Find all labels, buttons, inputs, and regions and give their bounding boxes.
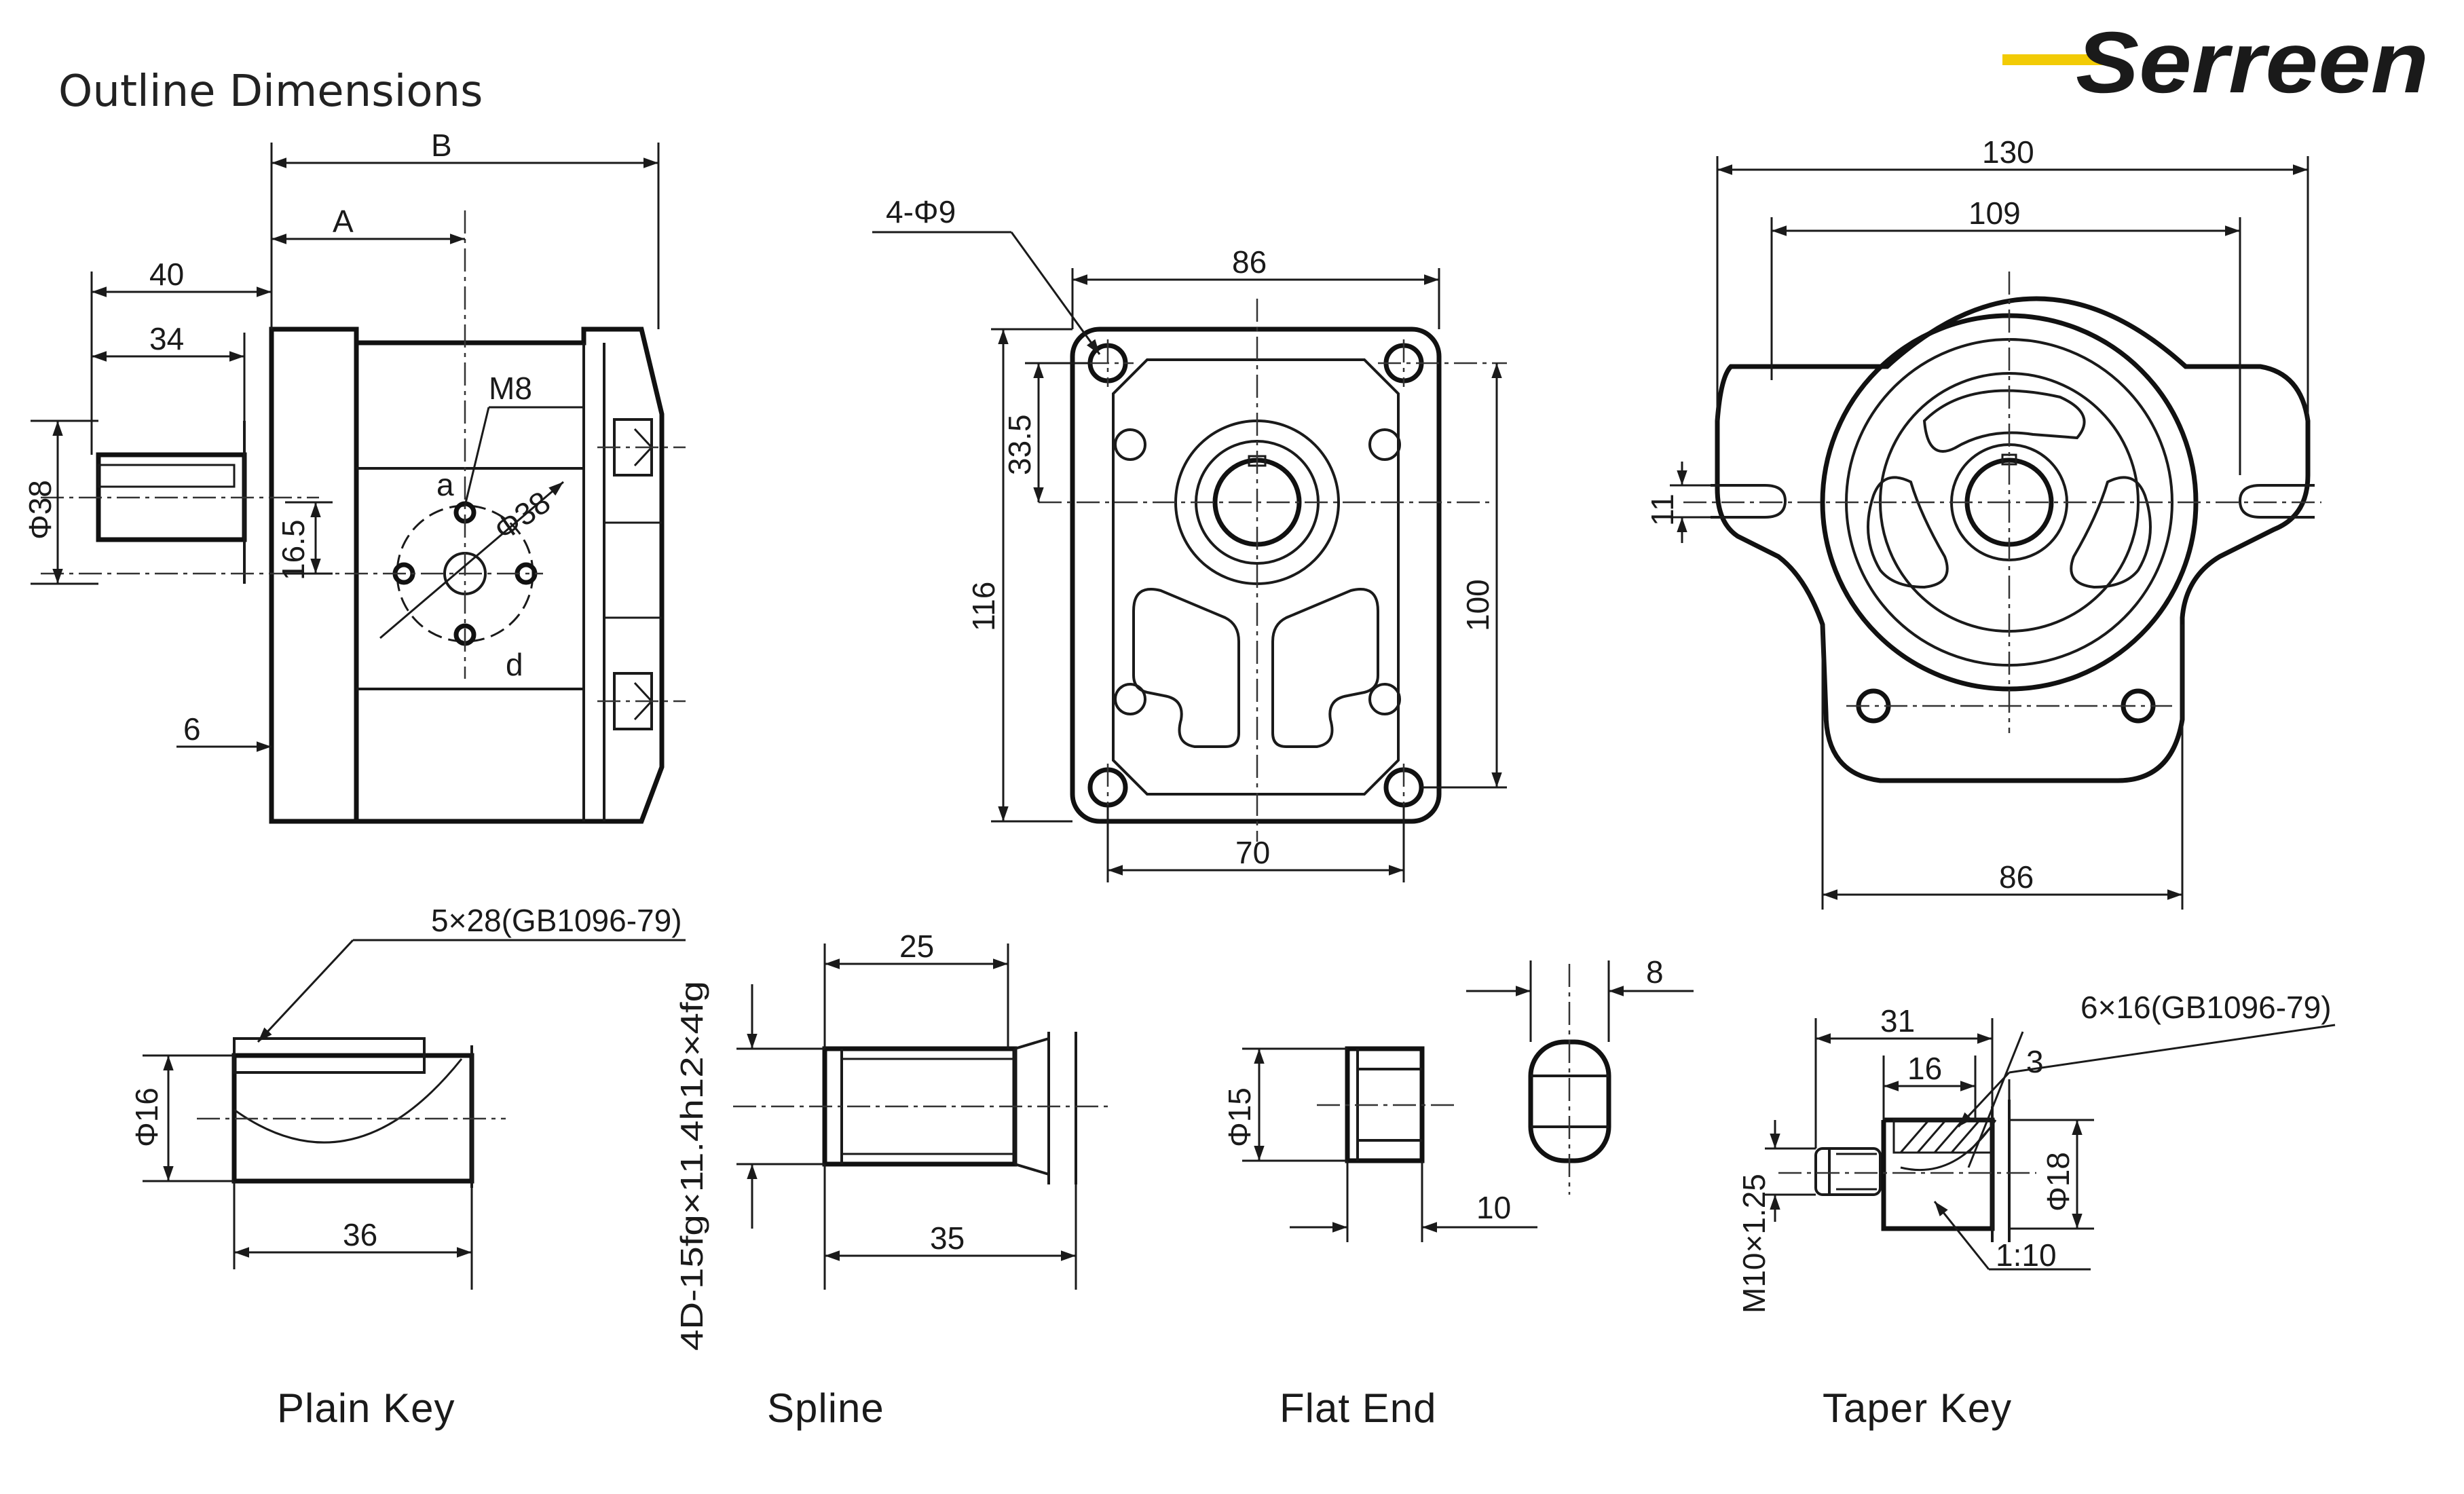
caption-spline: Spline: [767, 1385, 884, 1431]
flange-view: 130 109 11 86: [1645, 134, 2321, 910]
dim-70: 70: [1235, 835, 1270, 870]
dim-33-5: 33.5: [1002, 414, 1037, 475]
dim-M8: M8: [489, 371, 532, 406]
dim-6: 6: [183, 711, 201, 747]
spline-35: 35: [930, 1220, 965, 1256]
label-a: a: [436, 467, 454, 502]
taper-key-16: 16: [1907, 1051, 1942, 1086]
flat-end-flat: 8: [1646, 954, 1664, 990]
caption-taper-key: Taper Key: [1823, 1385, 2012, 1431]
spline-detail: 25 35 4D-15fg×11.4h12×4fg Spline: [674, 929, 1113, 1431]
flat-end-length: 10: [1476, 1190, 1511, 1225]
taper-key-spec: 6×16(GB1096-79): [2080, 990, 2332, 1025]
dim-B: B: [431, 128, 452, 163]
dim-shaft-diameter: Φ38: [22, 480, 58, 540]
dim-130: 130: [1982, 134, 2034, 170]
dim-34: 34: [149, 321, 184, 356]
taper-key-diameter: Φ18: [2040, 1152, 2076, 1212]
spline-25: 25: [899, 929, 934, 964]
dim-116: 116: [966, 582, 1001, 631]
front-view: 4-Φ9 86 70 116 33.5 100: [872, 194, 1507, 882]
dim-86-top: 86: [1232, 244, 1267, 280]
logo-wordmark: Serreen: [2076, 14, 2429, 111]
plain-key-diameter: Φ16: [129, 1087, 164, 1147]
dim-A: A: [333, 204, 354, 239]
taper-key-3: 3: [2026, 1044, 2044, 1079]
dim-86-bottom: 86: [1999, 859, 2034, 895]
label-d: d: [506, 647, 523, 682]
brand-logo: Serreen: [2002, 14, 2429, 111]
taper-key-31: 31: [1880, 1003, 1915, 1039]
dim-16-5: 16.5: [276, 519, 311, 580]
logo-swoosh: [2002, 54, 2104, 65]
caption-flat-end: Flat End: [1280, 1385, 1436, 1431]
page-heading: Outline Dimensions: [58, 67, 483, 117]
caption-plain-key: Plain Key: [277, 1385, 455, 1431]
dim-109: 109: [1968, 195, 2021, 231]
plain-key-spec: 5×28(GB1096-79): [431, 903, 682, 938]
plain-key-detail: 5×28(GB1096-79) Φ16 36 Plain Key: [129, 903, 686, 1431]
dim-11: 11: [1645, 493, 1680, 526]
side-view: B A 40 34 M8 a Φ38 d 6 Φ38 16.5: [22, 128, 686, 824]
dim-100: 100: [1460, 579, 1495, 631]
dim-40: 40: [149, 257, 184, 292]
flat-end-diameter: Φ15: [1222, 1087, 1257, 1147]
spline-spec: 4D-15fg×11.4h12×4fg: [674, 981, 709, 1351]
taper-ratio: 1:10: [1996, 1237, 2057, 1273]
dim-bolt-holes: 4-Φ9: [886, 194, 956, 229]
taper-key-thread: M10×1.25: [1736, 1174, 1772, 1313]
taper-key-detail: 6×16(GB1096-79) 31 16 3 Φ18 M10×1.25 1:1…: [1736, 990, 2336, 1431]
plain-key-length: 36: [343, 1217, 377, 1252]
flat-end-detail: Φ15 10 8 Flat End: [1222, 954, 1694, 1431]
